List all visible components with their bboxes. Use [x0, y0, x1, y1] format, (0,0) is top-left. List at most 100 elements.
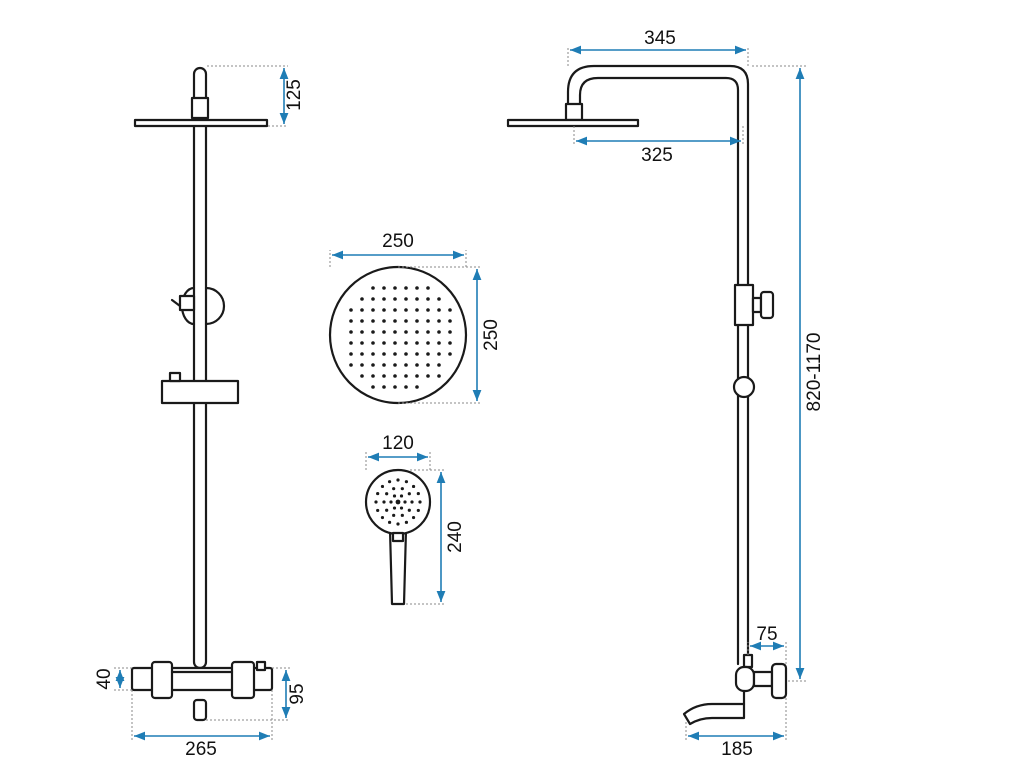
- head-nozzle: [437, 363, 441, 367]
- head-nozzle: [426, 363, 430, 367]
- hand-nozzle: [385, 492, 389, 496]
- hand-shower: [364, 468, 432, 606]
- hand-nozzle: [382, 500, 386, 504]
- head-nozzle: [382, 341, 386, 345]
- hand-nozzle: [396, 478, 400, 482]
- head-nozzle: [371, 352, 375, 356]
- hand-nozzle: [392, 513, 396, 517]
- head-nozzle: [371, 385, 375, 389]
- hand-nozzle: [399, 494, 404, 498]
- head-nozzle: [349, 330, 353, 334]
- head-nozzle: [382, 319, 386, 323]
- hand-nozzle: [392, 506, 397, 510]
- head-nozzle: [415, 385, 419, 389]
- hand-nozzle: [389, 500, 393, 504]
- head-nozzle: [360, 341, 364, 345]
- head-nozzle: [448, 330, 452, 334]
- head-nozzle: [360, 297, 364, 301]
- hand-dimensions: 120 240: [365, 433, 466, 605]
- front-diverter-knob: [170, 286, 226, 326]
- head-nozzle: [382, 330, 386, 334]
- head-nozzle: [437, 297, 441, 301]
- head-nozzle: [382, 286, 386, 290]
- hand-nozzle: [416, 491, 420, 496]
- head-nozzle: [437, 319, 441, 323]
- head-nozzle: [437, 341, 441, 345]
- hand-nozzle: [416, 508, 420, 513]
- head-height-label: 250: [481, 319, 502, 351]
- hand-nozzle: [403, 500, 407, 504]
- front-valve-height-label: 40: [94, 668, 115, 689]
- head-nozzle: [360, 374, 364, 378]
- head-nozzle: [371, 374, 375, 378]
- head-nozzle: [371, 341, 375, 345]
- front-thermostatic-valve: [130, 660, 274, 700]
- hand-nozzle: [385, 508, 389, 512]
- head-nozzle: [415, 374, 419, 378]
- front-top-height-label: 125: [284, 79, 305, 111]
- side-riser-arm-inner: [578, 76, 740, 666]
- head-nozzle: [404, 297, 408, 301]
- head-dimensions: 250 250: [329, 231, 502, 404]
- head-nozzle: [415, 319, 419, 323]
- head-nozzle: [382, 374, 386, 378]
- hand-shower-button: [391, 531, 405, 543]
- hand-nozzle: [396, 522, 400, 526]
- head-nozzle: [448, 308, 452, 312]
- side-riser-arm-outer: [566, 64, 750, 666]
- head-nozzle: [404, 308, 408, 312]
- side-total-height-label: 820-1170: [804, 333, 825, 412]
- hand-nozzle-pattern: [374, 478, 422, 526]
- side-arm-reach-label: 345: [644, 28, 676, 49]
- hand-nozzle: [376, 508, 380, 513]
- hand-nozzle: [392, 487, 396, 491]
- hand-nozzle: [404, 480, 409, 484]
- hand-nozzle: [395, 499, 401, 505]
- front-total-width-label: 265: [185, 739, 217, 760]
- side-spout-depth-label: 185: [721, 739, 753, 760]
- head-nozzle: [349, 308, 353, 312]
- hand-nozzle: [399, 506, 404, 510]
- side-diverter: [733, 283, 775, 327]
- head-nozzle: [415, 297, 419, 301]
- head-nozzle: [393, 330, 397, 334]
- hand-nozzle: [418, 500, 422, 504]
- front-dimensions: 125 40 95 265: [94, 65, 308, 760]
- head-nozzle: [393, 363, 397, 367]
- head-nozzle: [415, 363, 419, 367]
- side-bath-spout: [682, 702, 746, 726]
- hand-nozzle: [410, 500, 414, 504]
- head-nozzle: [382, 385, 386, 389]
- front-view: [130, 66, 274, 722]
- head-nozzle: [382, 308, 386, 312]
- side-holder-ring: [732, 375, 756, 399]
- head-nozzle: [360, 352, 364, 356]
- head-nozzle: [371, 286, 375, 290]
- head-nozzle: [437, 330, 441, 334]
- head-nozzle: [360, 330, 364, 334]
- head-nozzle: [360, 363, 364, 367]
- head-nozzle: [393, 308, 397, 312]
- front-overhead-plate: [133, 118, 269, 128]
- hand-nozzle: [392, 494, 397, 498]
- side-head-offset-label: 325: [641, 145, 673, 166]
- hand-nozzle: [387, 480, 392, 484]
- head-nozzle: [437, 374, 441, 378]
- head-nozzle: [426, 286, 430, 290]
- side-valve-body: [734, 653, 788, 706]
- head-nozzle: [415, 308, 419, 312]
- hand-nozzle: [404, 520, 409, 524]
- head-nozzle: [382, 352, 386, 356]
- head-nozzle: [371, 363, 375, 367]
- head-nozzle: [448, 319, 452, 323]
- head-nozzle: [371, 308, 375, 312]
- head-nozzle: [382, 363, 386, 367]
- hand-nozzle: [407, 492, 411, 496]
- head-nozzle: [349, 363, 353, 367]
- head-nozzle: [448, 341, 452, 345]
- hand-nozzle: [411, 515, 416, 520]
- head-nozzle: [404, 374, 408, 378]
- front-valve-depth-label: 95: [287, 683, 308, 704]
- hand-nozzle: [387, 520, 392, 524]
